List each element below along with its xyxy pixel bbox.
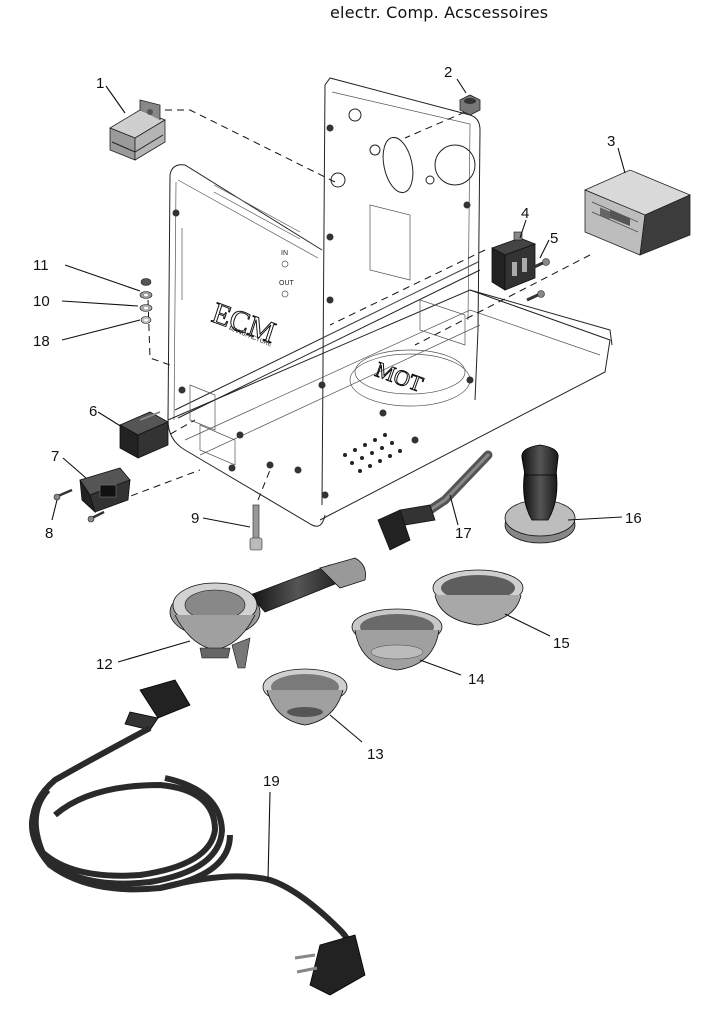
leader-lines — [51, 78, 626, 881]
label-part-5: 5 — [550, 230, 558, 247]
label-part-15: 15 — [553, 635, 570, 652]
label-part-3: 3 — [607, 133, 615, 150]
part-16-tamper — [504, 444, 576, 544]
label-part-13: 13 — [367, 746, 384, 763]
part-6-rocker-switch — [119, 411, 169, 459]
part-4-switch — [491, 231, 537, 291]
part-19-power-cord — [29, 679, 366, 996]
frame-label-in: IN — [281, 250, 288, 257]
part-number-labels: 1 2 3 4 5 6 7 8 9 10 11 12 13 14 15 16 1… — [33, 64, 642, 790]
part-3-display-module — [583, 169, 692, 256]
label-part-8: 8 — [45, 525, 53, 542]
label-part-1: 1 — [96, 75, 104, 92]
part-2-nut — [459, 94, 481, 116]
label-part-6: 6 — [89, 403, 97, 420]
part-1-terminal-block — [109, 99, 166, 161]
label-part-18: 18 — [33, 333, 50, 350]
label-part-16: 16 — [625, 510, 642, 527]
part-9-bolt — [249, 504, 263, 551]
diagram-title: electr. Comp. Acscessoires — [330, 3, 549, 22]
label-part-4: 4 — [521, 205, 529, 222]
label-part-12: 12 — [96, 656, 113, 673]
label-part-19: 19 — [263, 773, 280, 790]
label-part-17: 17 — [455, 525, 472, 542]
mot-logo: MOT — [372, 357, 427, 397]
label-part-14: 14 — [468, 671, 485, 688]
label-part-7: 7 — [51, 448, 59, 465]
part-7-power-inlet — [79, 467, 131, 514]
part-13-filter-basket — [262, 668, 348, 726]
part-8-screw — [53, 488, 105, 523]
part-14-filter-basket — [351, 608, 443, 671]
part-17-lever-handle — [377, 450, 493, 551]
label-part-9: 9 — [191, 510, 199, 527]
parts-10-11-18-washers — [139, 278, 153, 324]
label-part-10: 10 — [33, 293, 50, 310]
part-5-screws — [526, 258, 550, 302]
label-part-11: 11 — [33, 257, 49, 274]
part-15-blind-basket — [432, 569, 524, 626]
part-12-portafilter — [169, 557, 366, 669]
label-part-2: 2 — [444, 64, 452, 81]
frame-label-out: OUT — [279, 280, 295, 287]
assembly-lines — [119, 109, 591, 501]
